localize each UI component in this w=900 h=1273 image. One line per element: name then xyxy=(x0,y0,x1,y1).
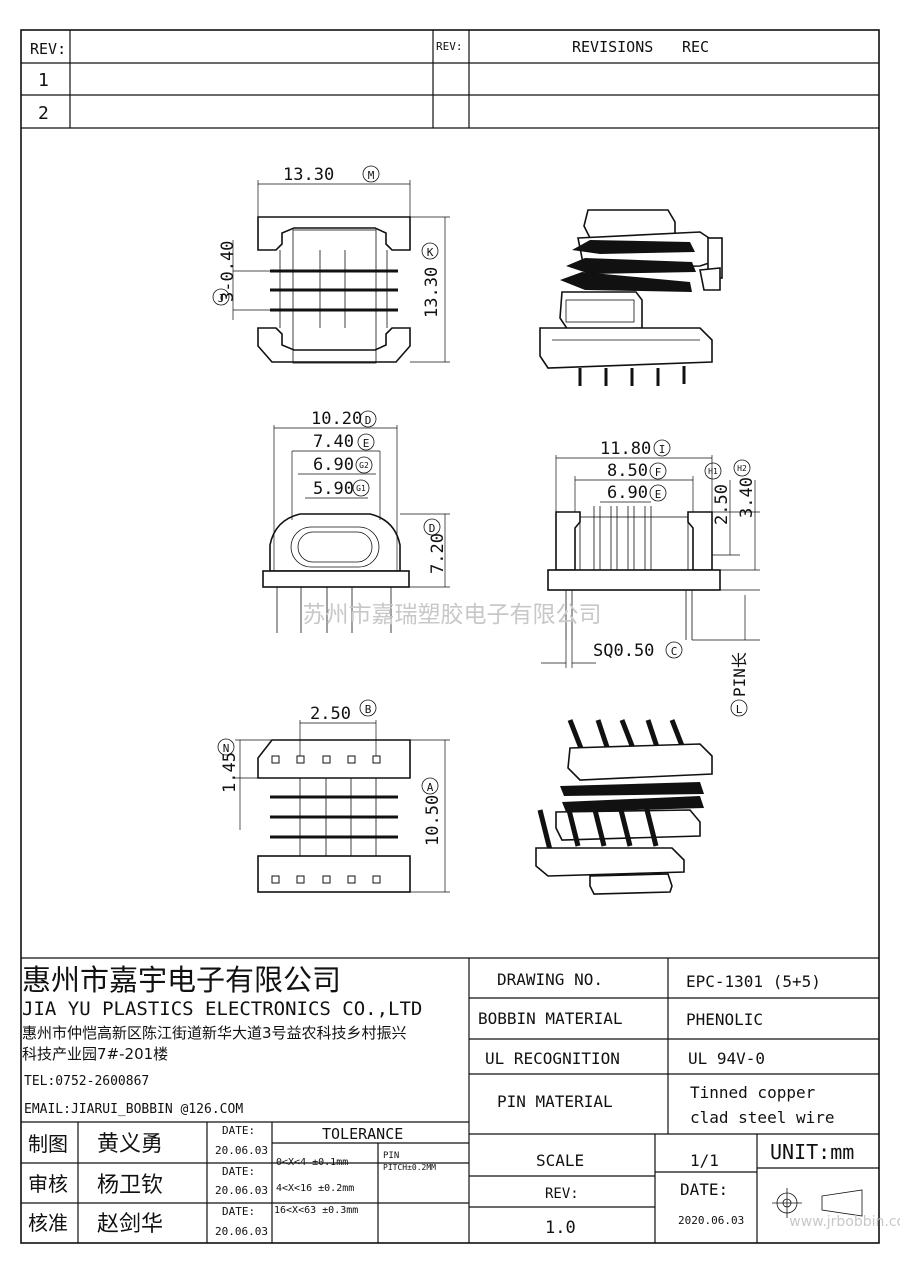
iso-view-top xyxy=(539,209,723,386)
sign-date-1: 20.06.03 xyxy=(215,1144,268,1157)
ul-value: UL 94V-0 xyxy=(688,1049,765,1068)
sign-date-label-3: DATE: xyxy=(222,1205,255,1218)
ref-top-slot: J xyxy=(218,292,225,305)
ref-top-width: M xyxy=(368,169,375,182)
ref-side-h2: H2 xyxy=(737,464,747,473)
rev-header: REV: xyxy=(30,40,66,58)
watermark-corner: www.jrbobbin.com xyxy=(789,1214,900,1230)
rec-header: REC xyxy=(682,38,709,56)
rev-label: REV: xyxy=(545,1186,579,1202)
bottom-view: 2.50 B N 1.45 A 10.50 xyxy=(217,699,450,893)
ref-top-height: K xyxy=(427,246,434,259)
ul-label: UL RECOGNITION xyxy=(485,1049,620,1068)
sign-date-label-2: DATE: xyxy=(222,1165,255,1178)
sign-role-1: 制图 xyxy=(28,1132,68,1156)
sign-date-label-1: DATE: xyxy=(222,1124,255,1137)
ref-bottom-edge: N xyxy=(223,742,230,755)
company-address-1: 惠州市仲恺高新区陈江街道新华大道3号益农科技乡村振兴 xyxy=(22,1024,407,1042)
dim-front-e: 7.40 xyxy=(313,432,354,452)
ref-front-d: D xyxy=(365,414,372,427)
dim-top-slot: 3-0.40 xyxy=(218,241,238,302)
date-value: 2020.06.03 xyxy=(678,1214,744,1227)
rev-row-2: 2 xyxy=(38,103,49,124)
bobbin-material-value: PHENOLIC xyxy=(686,1010,763,1029)
iso-view-bottom xyxy=(535,719,713,895)
sign-name-3: 赵剑华 xyxy=(97,1212,163,1237)
ref-bottom-height: A xyxy=(427,781,434,794)
dim-side-i: 11.80 xyxy=(600,439,651,459)
tolerance-pin-pitch: PITCH±0.2MM xyxy=(383,1163,436,1172)
scale-label: SCALE xyxy=(536,1151,584,1170)
pin-length-label: PIN长 xyxy=(730,652,749,697)
watermark-center: 苏州市嘉瑞塑胶电子有限公司 xyxy=(303,602,602,628)
ref-side-e: E xyxy=(655,488,662,501)
ref-front-g2: G2 xyxy=(359,461,369,470)
dim-top-height: 13.30 xyxy=(422,267,442,318)
tolerance-pin-label: PIN xyxy=(383,1151,399,1161)
dim-front-height: 7.20 xyxy=(428,533,448,574)
dim-side-f: 8.50 xyxy=(607,461,648,481)
dim-front-d: 10.20 xyxy=(311,409,362,429)
sign-date-2: 20.06.03 xyxy=(215,1184,268,1197)
dim-bottom-edge: 1.45 xyxy=(220,752,240,793)
dim-top-width: 13.30 xyxy=(283,165,334,185)
sheet-border xyxy=(20,29,880,1244)
sign-role-3: 核准 xyxy=(28,1211,68,1235)
sign-role-2: 审核 xyxy=(28,1172,68,1196)
ref-side-h1: H1 xyxy=(708,467,718,476)
sign-name-1: 黄义勇 xyxy=(97,1132,163,1157)
dim-pin-sq: SQ0.50 xyxy=(593,641,654,661)
dim-bottom-pitch: 2.50 xyxy=(310,704,351,724)
dim-front-g2: 6.90 xyxy=(313,455,354,475)
projection-symbol-icon xyxy=(772,1188,863,1218)
front-view: 10.20 D 7.40 E 6.90 G2 5.90 G1 D 7.20 xyxy=(262,409,450,633)
pin-material-label: PIN MATERIAL xyxy=(497,1092,613,1111)
ref-bottom-pitch: B xyxy=(365,703,372,716)
company-tel: TEL:0752-2600867 xyxy=(24,1074,149,1089)
side-view: 11.80 I 8.50 F 6.90 E H1 H2 2.50 3.40 PI… xyxy=(541,439,760,717)
dim-side-h1: 2.50 xyxy=(712,484,732,525)
revision-table: REV: REV: REVISIONS REC 1 2 xyxy=(21,30,879,129)
ref-side-i: I xyxy=(659,443,666,456)
dim-front-g1: 5.90 xyxy=(313,479,354,499)
dim-side-e: 6.90 xyxy=(607,483,648,503)
dim-side-h2: 3.40 xyxy=(737,477,757,518)
drawing-no-value: EPC-1301 (5+5) xyxy=(686,972,821,991)
tolerance-row-3: 16<X<63 ±0.3mm xyxy=(274,1205,358,1216)
ref-pin-sq: C xyxy=(671,645,678,658)
company-name-cn: 惠州市嘉宇电子有限公司 xyxy=(22,963,341,997)
ref-front-height: D xyxy=(429,522,436,535)
ref-front-e: E xyxy=(363,437,370,450)
ref-side-f: F xyxy=(655,466,662,479)
rev-row-1: 1 xyxy=(38,70,49,91)
revisions-header: REVISIONS xyxy=(572,38,653,56)
tolerance-title: TOLERANCE xyxy=(322,1125,403,1143)
company-address-2: 科技产业园7#-201楼 xyxy=(22,1045,168,1063)
company-name-en: JIA YU PLASTICS ELECTRONICS CO.,LTD xyxy=(22,998,422,1020)
unit-label: UNIT:mm xyxy=(770,1140,854,1164)
date-label: DATE: xyxy=(680,1180,728,1199)
sign-date-3: 20.06.03 xyxy=(215,1225,268,1238)
drawing-no-label: DRAWING NO. xyxy=(497,970,603,989)
ref-front-g1: G1 xyxy=(356,484,366,493)
rev-value: 1.0 xyxy=(545,1218,576,1238)
pin-material-value-1: Tinned copper xyxy=(690,1083,816,1102)
tolerance-row-2: 4<X<16 ±0.2mm xyxy=(276,1183,354,1194)
sign-name-2: 杨卫钦 xyxy=(97,1173,163,1198)
top-view: 13.30 M K 13.30 3-0.40 J xyxy=(212,165,450,364)
company-email: EMAIL:JIARUI_BOBBIN @126.COM xyxy=(24,1102,243,1117)
rev-header-right: REV: xyxy=(436,40,463,53)
tolerance-row-1: 0<X<4 ±0.1mm xyxy=(276,1157,348,1168)
bobbin-material-label: BOBBIN MATERIAL xyxy=(478,1009,623,1028)
scale-value: 1/1 xyxy=(690,1151,719,1170)
dim-bottom-height: 10.50 xyxy=(423,795,443,846)
title-block xyxy=(21,957,879,1243)
ref-pin-length: L xyxy=(736,703,743,716)
pin-material-value-2: clad steel wire xyxy=(690,1108,835,1127)
